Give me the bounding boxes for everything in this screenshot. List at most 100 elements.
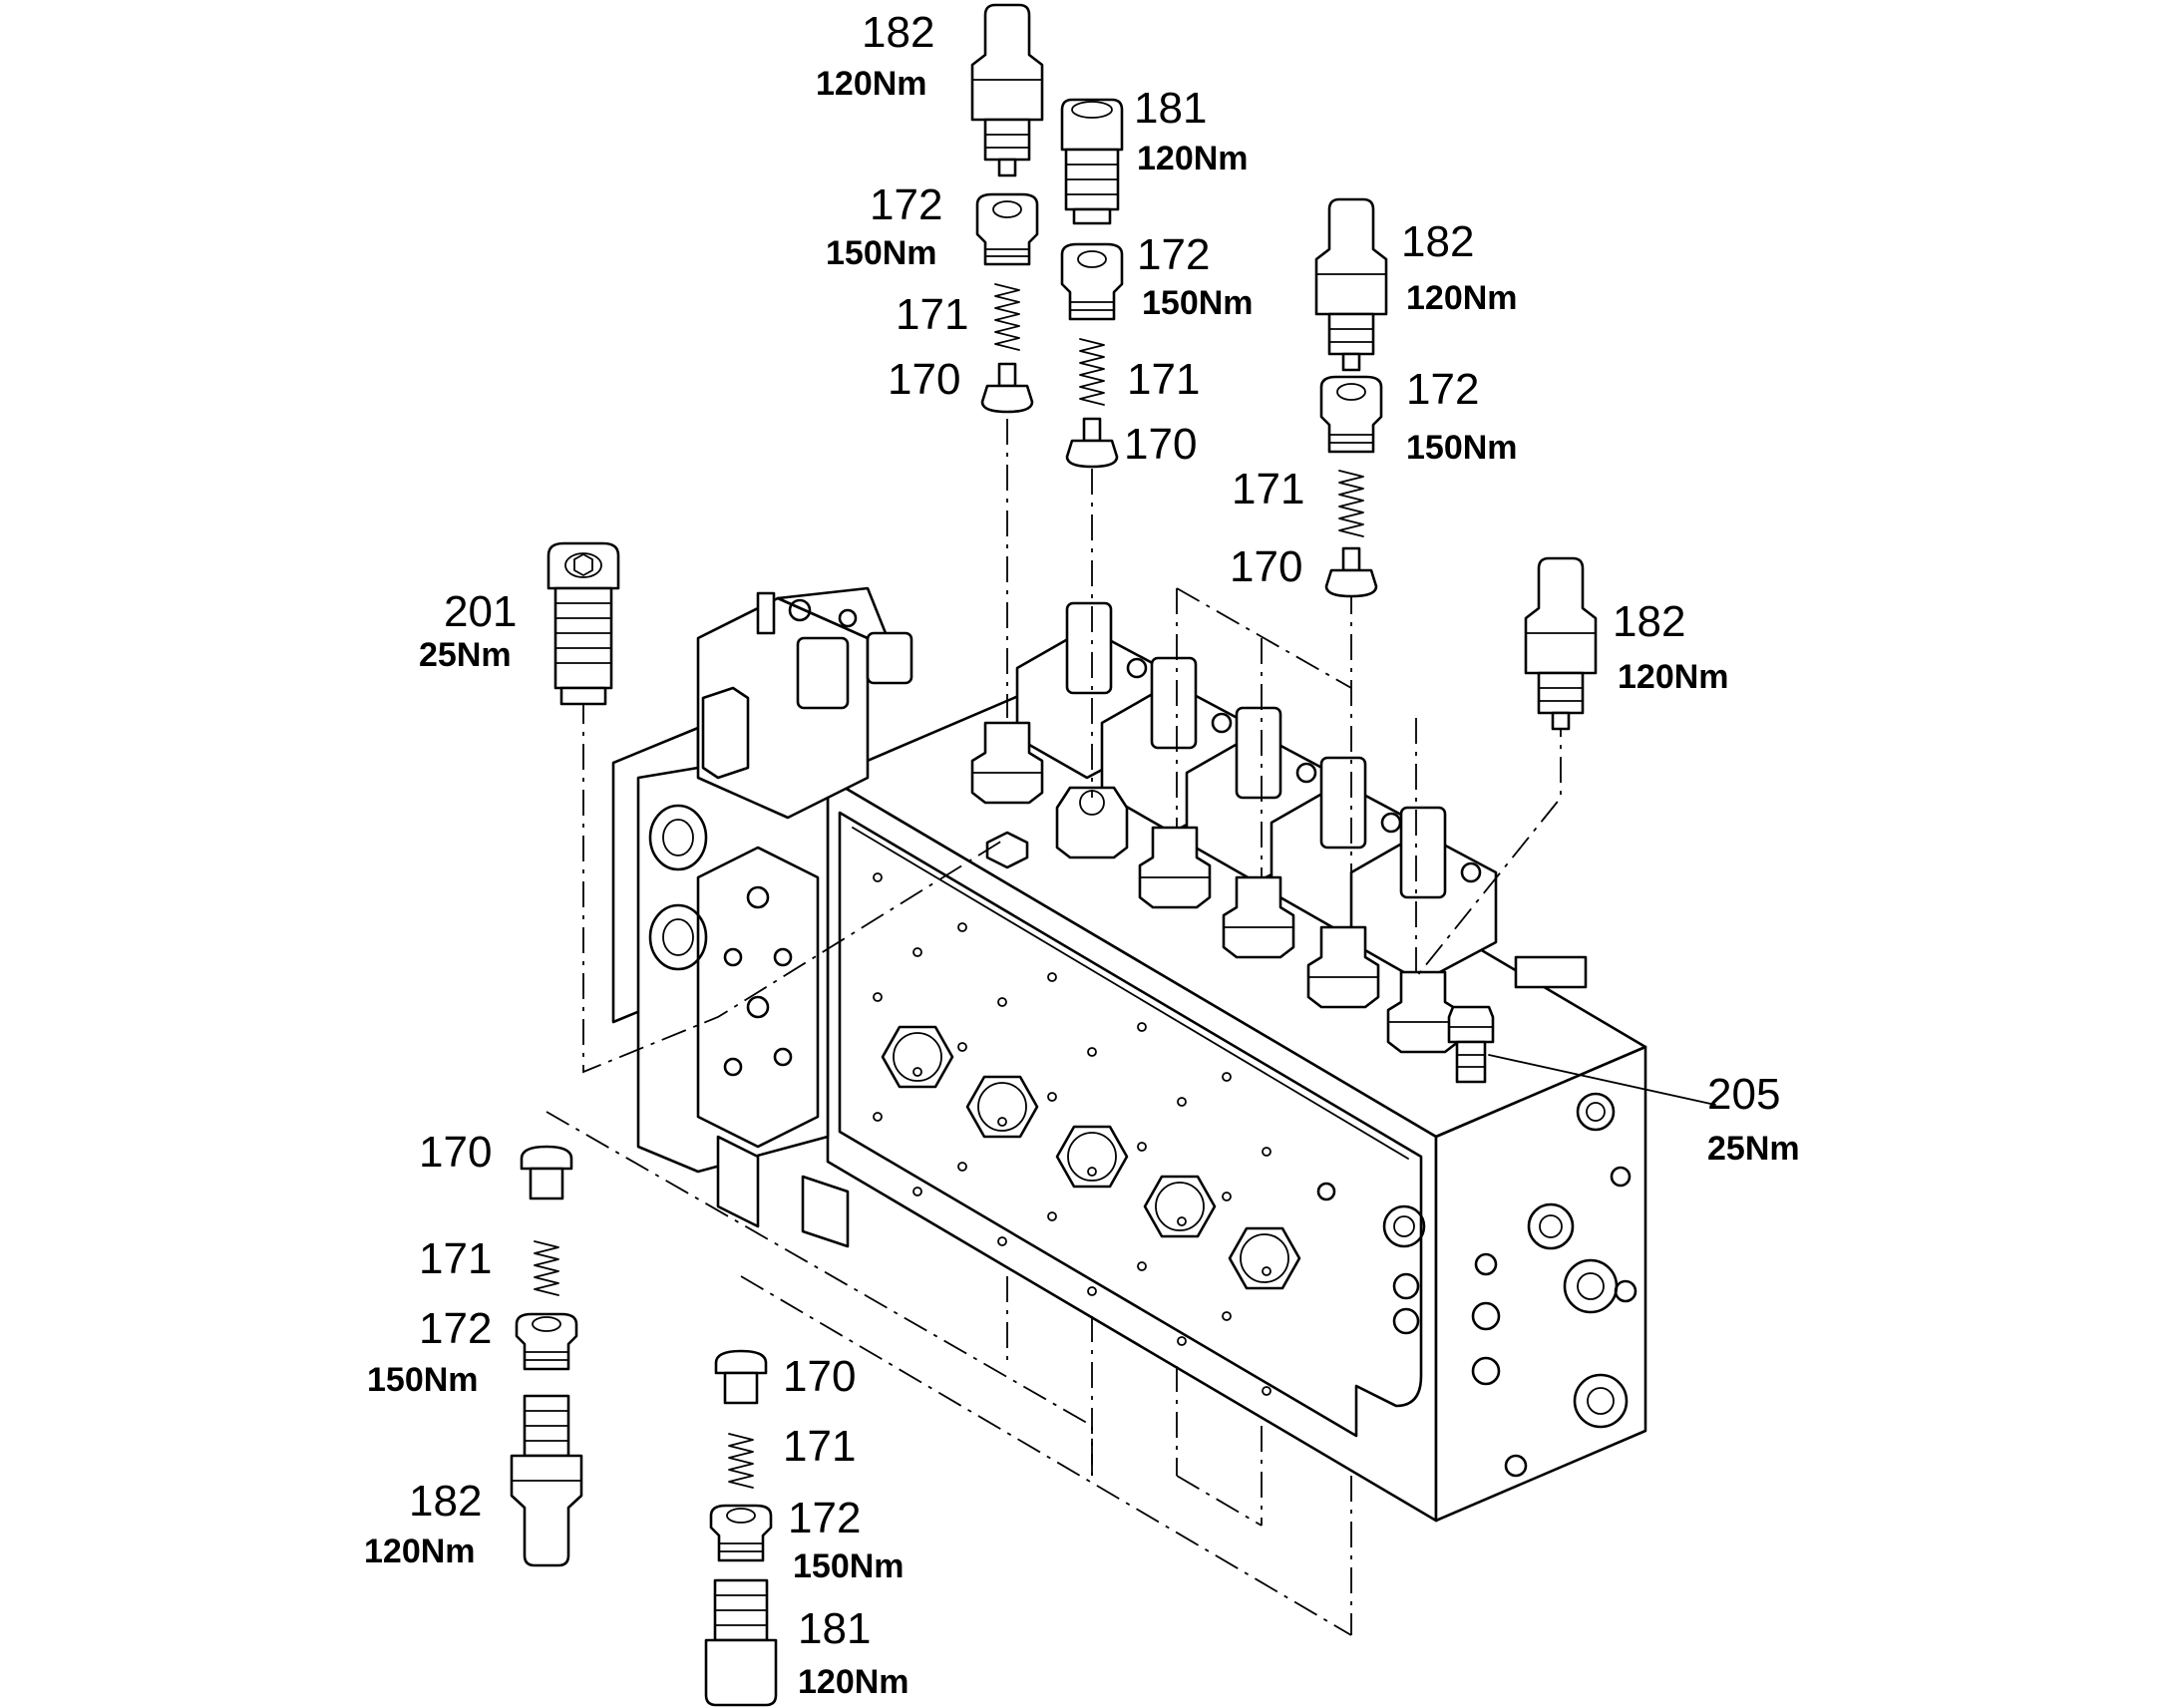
relief-valve-182 xyxy=(510,1394,583,1567)
panel-hole xyxy=(1222,1192,1232,1201)
callout-182-far-right-part: 182 xyxy=(1613,597,1685,646)
panel-hole xyxy=(1087,1167,1097,1177)
callout-171-lower-center: 171 xyxy=(783,1422,856,1471)
panel-hole xyxy=(912,1067,922,1077)
callout-182-top-left-torque: 120Nm xyxy=(816,65,927,103)
callout-181-lower-center-part: 181 xyxy=(798,1604,871,1653)
relief-valve-182 xyxy=(1314,197,1388,372)
fitting-205 xyxy=(1447,1005,1495,1084)
callout-181-top-part: 181 xyxy=(1134,84,1207,133)
callout-181-top-torque: 120Nm xyxy=(1137,140,1249,177)
callout-171-upper-left: 171 xyxy=(896,290,968,339)
poppet-170 xyxy=(520,1145,573,1200)
panel-hole xyxy=(1177,1336,1187,1346)
panel-hole xyxy=(1137,1261,1147,1271)
callout-172-right-torque: 150Nm xyxy=(1406,429,1518,467)
panel-hole xyxy=(873,1112,883,1122)
panel-hole xyxy=(1047,972,1057,982)
callout-170-upper-left: 170 xyxy=(888,355,960,404)
callout-172-upper-center-torque: 150Nm xyxy=(1142,284,1254,322)
callout-172-lower-left-torque: 150Nm xyxy=(367,1361,479,1399)
callout-201-torque: 25Nm xyxy=(419,636,512,674)
callout-182-lower-left-torque: 120Nm xyxy=(364,1533,476,1570)
callout-172-upper-left-part: 172 xyxy=(870,180,942,229)
panel-hole xyxy=(1177,1097,1187,1107)
callout-170-right: 170 xyxy=(1230,542,1302,591)
spring-171 xyxy=(534,1240,559,1296)
spring-171 xyxy=(728,1433,754,1489)
panel-hole xyxy=(997,997,1007,1007)
plug-172 xyxy=(975,192,1039,266)
panel-hole xyxy=(1177,1216,1187,1226)
panel-hole xyxy=(873,992,883,1002)
relief-valve-181 xyxy=(1060,98,1124,225)
panel-hole xyxy=(912,1187,922,1196)
poppet-170 xyxy=(980,362,1034,414)
callout-182-far-right-torque: 120Nm xyxy=(1618,658,1729,696)
panel-hole xyxy=(957,1162,967,1172)
spool-section-caps xyxy=(1015,601,1498,984)
callout-172-lower-center-torque: 150Nm xyxy=(793,1547,905,1585)
callout-171-lower-left: 171 xyxy=(419,1234,492,1283)
panel-hole xyxy=(1222,1311,1232,1321)
plug-172 xyxy=(709,1504,773,1562)
plug-172 xyxy=(1319,375,1383,454)
panel-holes xyxy=(873,872,1272,1396)
side-ports xyxy=(1316,1182,1426,1335)
panel-hole xyxy=(997,1236,1007,1246)
panel-hole xyxy=(912,947,922,957)
end-face-ports xyxy=(1471,1092,1637,1478)
panel-hole xyxy=(957,922,967,932)
plug-172 xyxy=(1060,242,1124,321)
inlet-section xyxy=(611,586,913,1248)
panel-hole xyxy=(1047,1211,1057,1221)
callout-205-part: 205 xyxy=(1707,1070,1780,1119)
exploded-parts xyxy=(510,3,1598,1707)
relief-valve-182 xyxy=(970,3,1044,177)
spring-171 xyxy=(1079,338,1105,406)
callout-171-upper-center: 171 xyxy=(1127,355,1200,404)
panel-hole xyxy=(1087,1286,1097,1296)
panel-hole xyxy=(1137,1142,1147,1152)
callout-172-upper-left-torque: 150Nm xyxy=(826,234,937,272)
panel-hole xyxy=(1047,1092,1057,1102)
callout-182-right-part: 182 xyxy=(1401,217,1474,266)
panel-hole xyxy=(1222,1072,1232,1082)
panel-hole xyxy=(1087,1047,1097,1057)
callout-181-lower-center-torque: 120Nm xyxy=(798,1663,909,1701)
callout-170-lower-left: 170 xyxy=(419,1128,492,1177)
poppet-170 xyxy=(714,1349,768,1405)
panel-hole xyxy=(957,1042,967,1052)
panel-hole xyxy=(873,872,883,882)
callout-171-right: 171 xyxy=(1232,465,1304,513)
plug-172 xyxy=(515,1312,578,1371)
panel-hole xyxy=(1262,1147,1272,1157)
callout-172-lower-left-part: 172 xyxy=(419,1304,492,1353)
spring-171 xyxy=(1338,470,1364,537)
panel-hole xyxy=(1262,1266,1272,1276)
poppet-170 xyxy=(1324,546,1378,598)
callouts: 182 120Nm 181 120Nm 172 150Nm 172 150Nm … xyxy=(364,8,1800,1701)
callout-182-lower-left-part: 182 xyxy=(409,1477,482,1526)
callout-170-upper-center: 170 xyxy=(1124,420,1197,469)
callout-182-right-torque: 120Nm xyxy=(1406,279,1518,317)
panel-hole xyxy=(1262,1386,1272,1396)
callout-205-torque: 25Nm xyxy=(1707,1130,1800,1168)
panel-hole xyxy=(1137,1022,1147,1032)
callout-172-right-part: 172 xyxy=(1406,365,1479,414)
spring-171 xyxy=(994,283,1020,351)
installed-valves xyxy=(970,721,1588,1054)
relief-valve-181 xyxy=(704,1578,778,1707)
callout-170-lower-center: 170 xyxy=(783,1352,856,1401)
relief-valve-182 xyxy=(1524,556,1598,731)
hex-plugs xyxy=(881,1025,1301,1290)
callout-172-upper-center-part: 172 xyxy=(1137,230,1210,279)
callout-201-part: 201 xyxy=(444,587,517,636)
plug-201 xyxy=(546,541,620,706)
axis-lines xyxy=(545,419,1716,1636)
panel-hole xyxy=(997,1117,1007,1127)
callout-172-lower-center-part: 172 xyxy=(788,1494,861,1542)
callout-182-top-left-part: 182 xyxy=(862,8,934,57)
poppet-170 xyxy=(1065,417,1119,469)
